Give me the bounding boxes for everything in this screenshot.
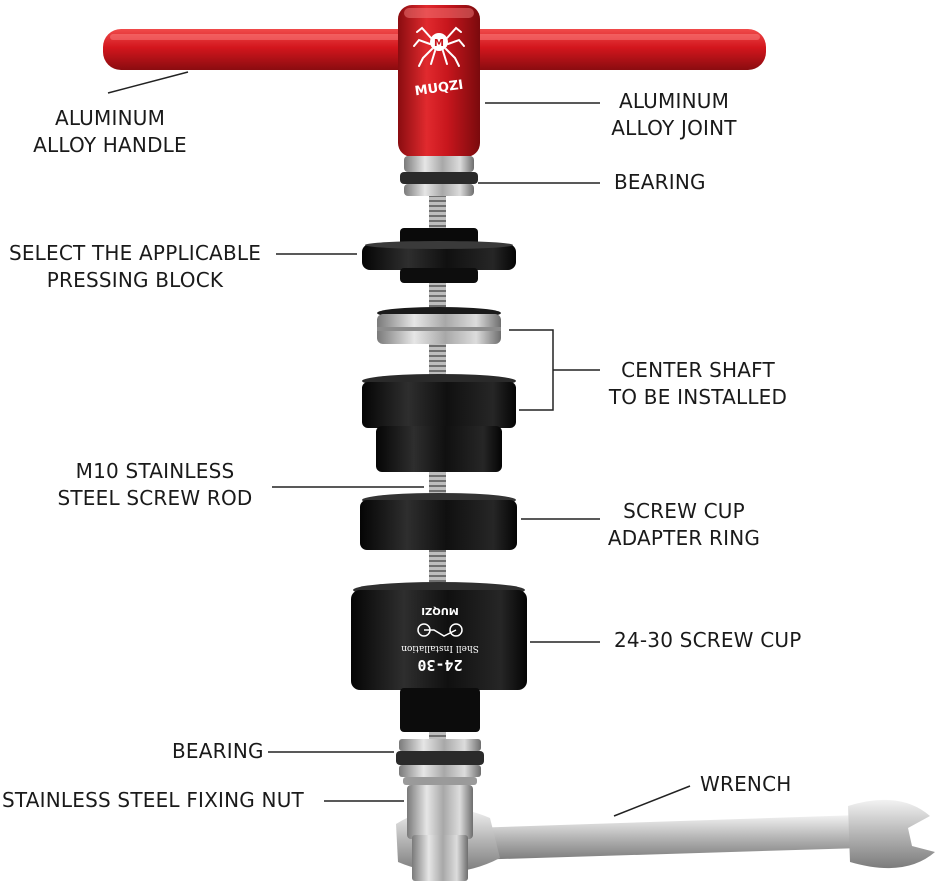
leader-center-shaft: [509, 329, 600, 411]
screw-cup-marking: 24-30 Shell Installation MUQZI: [401, 605, 479, 674]
label-wrench: WRENCH: [700, 772, 792, 796]
label-bearing-bottom: BEARING: [172, 739, 264, 763]
pressing-block: [362, 228, 516, 283]
label-fixing-nut: STAINLESS STEEL FIXING NUT: [2, 788, 304, 812]
svg-text:Shell Installation: Shell Installation: [401, 643, 479, 653]
leader-handle: [107, 71, 189, 94]
joint-brand: MUQZI: [414, 78, 464, 100]
bottom-bearing: [396, 739, 484, 785]
leader-wrench: [613, 785, 691, 817]
spider-logo-icon: M: [413, 26, 465, 67]
aluminum-joint: M MUQZI: [398, 5, 480, 157]
leader-lines: [107, 71, 691, 817]
adapter-ring: [360, 493, 517, 550]
label-bearing-top: BEARING: [614, 170, 706, 194]
top-bearing: [400, 156, 478, 196]
svg-text:MUQZI: MUQZI: [421, 605, 459, 616]
bike-icon: [417, 623, 463, 637]
svg-text:M: M: [434, 38, 444, 49]
center-shaft-cup: [362, 374, 516, 472]
screw-cup: 24-30 Shell Installation MUQZI: [351, 582, 527, 732]
wrench: [396, 799, 935, 873]
svg-text:24-30: 24-30: [417, 656, 462, 674]
center-shaft-bearing: [377, 307, 501, 344]
fixing-nut: [407, 785, 473, 881]
label-screw-cup: 24-30 SCREW CUP: [614, 628, 802, 652]
